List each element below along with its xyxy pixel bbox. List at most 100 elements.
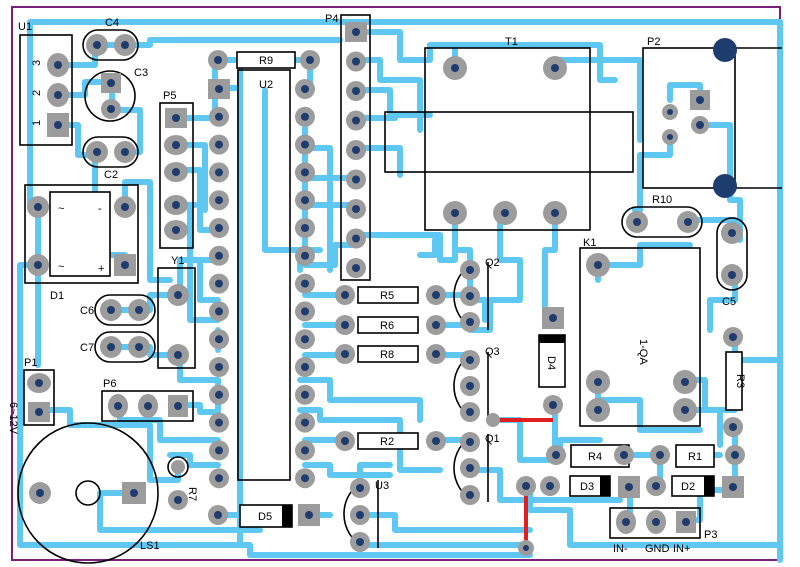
c7-outline (94, 331, 156, 363)
p4-outline (340, 14, 371, 281)
pads (27, 34, 320, 510)
label-ls1: LS1 (140, 540, 160, 552)
label-r1: R1 (688, 451, 702, 463)
label-d1-ac2: ~ (58, 261, 64, 273)
r5-body (357, 286, 419, 304)
r3-body (725, 351, 743, 411)
u1-outline (19, 34, 73, 146)
label-k1: K1 (583, 237, 596, 249)
label-u2: U2 (259, 79, 273, 91)
pad-hole (215, 168, 223, 177)
p4-pins (346, 51, 366, 278)
label-d2: D2 (681, 481, 695, 493)
pad-hole (215, 474, 223, 483)
pad-hole (301, 224, 309, 232)
r6-body (357, 316, 419, 334)
pad-hole (301, 85, 309, 93)
r10-outline (621, 206, 703, 238)
pad-hole (352, 205, 360, 213)
t1-core (384, 111, 634, 173)
p1-outline (23, 369, 55, 426)
pad-hole (215, 196, 223, 205)
pad-hole (215, 446, 223, 455)
label-p6: P6 (103, 378, 116, 390)
p3-outline (609, 507, 701, 539)
label-u1-pin2: 2 (31, 90, 43, 96)
r1-body (675, 444, 715, 468)
label-d4: D4 (545, 356, 557, 370)
r2-body (357, 432, 419, 450)
label-relay-mark: 1-QA (637, 339, 649, 365)
label-r7: R7 (186, 487, 198, 501)
c2-outline (82, 136, 139, 168)
c4-outline (82, 29, 139, 61)
pad-hole (352, 116, 360, 125)
pad-hole (352, 57, 360, 66)
r8-body (357, 345, 419, 363)
label-d1: D1 (50, 290, 64, 302)
label-u1-pin3: 3 (31, 60, 43, 66)
pad-hole (301, 418, 309, 427)
label-c5: C5 (722, 296, 736, 308)
pad-hole (301, 474, 309, 483)
label-d1-ac1: ~ (58, 203, 64, 215)
d1-outline (24, 184, 139, 284)
c3-outline (84, 70, 136, 122)
label-d3: D3 (580, 481, 594, 493)
pad-hole (301, 196, 309, 205)
pad-hole (301, 251, 309, 260)
label-p5: P5 (163, 90, 176, 102)
label-q3: Q3 (485, 346, 500, 358)
label-c2: C2 (104, 169, 118, 181)
label-r6: R6 (380, 320, 394, 332)
pad-hole (215, 140, 223, 149)
r9-body (236, 51, 296, 69)
label-c3: C3 (134, 67, 148, 79)
pad-hole (215, 279, 223, 288)
pad-hole (301, 140, 309, 149)
r7-outline (167, 456, 189, 478)
pad-hole (301, 168, 309, 177)
k1-outline (579, 247, 701, 427)
label-u1-pin1: 1 (31, 120, 43, 126)
label-in-minus: IN- (613, 543, 628, 555)
p6-outline (101, 390, 194, 422)
label-r8: R8 (380, 349, 394, 361)
pad-hole (301, 279, 309, 288)
label-c7: C7 (80, 342, 94, 354)
p5-outline (159, 102, 194, 249)
label-q2: Q2 (485, 257, 500, 269)
label-c6: C6 (80, 305, 94, 317)
pad-hole (352, 175, 360, 184)
pad-hole (215, 335, 223, 344)
label-r10: R10 (652, 194, 672, 206)
label-p2: P2 (647, 36, 660, 48)
label-u1: U1 (18, 21, 32, 33)
label-p4: P4 (325, 13, 338, 25)
c6-outline (94, 294, 156, 326)
label-p1: P1 (24, 357, 37, 369)
label-vin: 6~12V (7, 402, 19, 435)
label-t1: T1 (505, 36, 518, 48)
pad-hole (352, 87, 360, 95)
t1-outline (424, 47, 591, 231)
pad-hole (301, 307, 309, 316)
pad-hole (215, 307, 223, 316)
pad-hole (215, 112, 223, 121)
pad-hole (301, 335, 309, 344)
pad-hole (301, 390, 309, 399)
pad-hole (352, 146, 360, 154)
label-c4: C4 (105, 17, 119, 29)
ls1-outline (17, 422, 159, 564)
y1-outline (157, 267, 196, 369)
label-q1: Q1 (485, 433, 500, 445)
label-r9: R9 (259, 55, 273, 67)
label-r3: R3 (734, 374, 746, 388)
label-d1-plus: + (98, 263, 104, 275)
label-u3: U3 (375, 480, 389, 492)
ls1-center (75, 480, 101, 506)
c5-outline (716, 217, 748, 291)
pad-hole (301, 363, 309, 371)
d4-body (538, 334, 566, 388)
